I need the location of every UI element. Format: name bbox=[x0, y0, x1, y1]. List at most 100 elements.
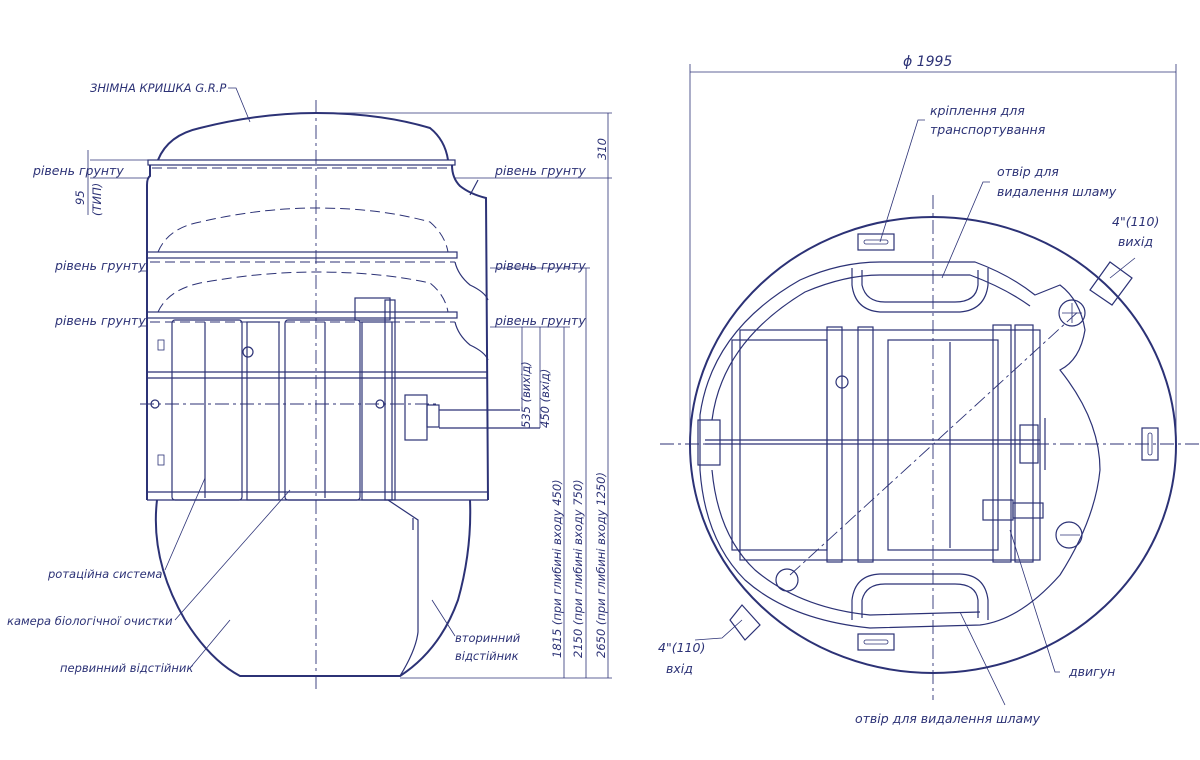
outlet-pipe bbox=[404, 394, 428, 441]
hidden-dome-2 bbox=[157, 271, 449, 313]
mount-slot bbox=[1147, 432, 1153, 456]
bearing bbox=[835, 375, 849, 389]
dim-1815-label: 1815 (при глибині входу 450) bbox=[550, 479, 564, 658]
outlet-size-label: 4"(110) bbox=[1112, 214, 1159, 229]
motor bbox=[982, 499, 1044, 521]
primary-settler-label: первинний відстійник bbox=[60, 661, 193, 675]
wall-step bbox=[454, 261, 489, 301]
ground-level-label: рівень грунту bbox=[32, 163, 124, 178]
lower-port bbox=[1055, 521, 1083, 549]
secondary-settler-partition bbox=[387, 499, 419, 677]
ground-level-label: рівень грунту bbox=[494, 163, 586, 178]
inlet-label: вхід bbox=[666, 661, 693, 676]
bio-chamber-label: камера біологічної очистки bbox=[7, 614, 173, 628]
outlet-pipe-flange bbox=[426, 404, 440, 428]
motor-housing bbox=[354, 297, 391, 321]
hidden-dome-1 bbox=[157, 207, 449, 253]
extension-ring-2 bbox=[146, 311, 458, 319]
body-left-wall bbox=[146, 165, 151, 500]
outlet-pipe-stub bbox=[1089, 261, 1133, 306]
dim-310-label: 310 bbox=[595, 138, 609, 160]
sludge-hole-top-label: видалення шламу bbox=[997, 184, 1117, 199]
body-right-wall bbox=[451, 164, 489, 501]
mount-slot bbox=[863, 639, 889, 645]
vent-pipe bbox=[469, 179, 479, 196]
dim-2650-label: 2650 (при глибині входу 1250) bbox=[594, 472, 608, 658]
sludge-hole-top bbox=[851, 268, 989, 313]
bolt bbox=[157, 339, 165, 351]
mount-plate bbox=[1141, 427, 1159, 461]
leader-secondary bbox=[431, 599, 456, 637]
inner-chamber-wall bbox=[711, 469, 981, 616]
transport-mount-bottom bbox=[857, 633, 895, 651]
drum-frame bbox=[246, 321, 280, 501]
transport-mount-right bbox=[1141, 427, 1159, 461]
mount-slot bbox=[863, 239, 889, 245]
leader-outlet bbox=[1109, 257, 1136, 279]
drum bbox=[731, 339, 828, 551]
leader-inlet bbox=[694, 619, 743, 641]
leader-primary bbox=[189, 619, 231, 669]
drum-frame bbox=[361, 321, 393, 501]
drum bbox=[284, 319, 361, 501]
outlet-pipe-top-view bbox=[1058, 261, 1133, 327]
bearing bbox=[150, 399, 160, 409]
sludge-hole-top-inner bbox=[861, 270, 979, 303]
leader-motor bbox=[1009, 529, 1060, 673]
lid-rim bbox=[147, 159, 456, 166]
rotation-drums bbox=[150, 297, 396, 501]
inlet-pipe-stub bbox=[729, 604, 761, 641]
ground-level-label: рівень грунту bbox=[54, 313, 146, 328]
leader-transport bbox=[879, 119, 925, 243]
inner-chamber-outline bbox=[699, 261, 1101, 629]
inlet-pipe-top-view bbox=[729, 568, 799, 641]
inner-chamber-wall bbox=[711, 274, 1031, 421]
shaft-bearing-right bbox=[1019, 424, 1039, 464]
side-section-view: ЗНІМНА КРИШКА G.R.P рівень грунту рівень… bbox=[7, 81, 612, 690]
motor-shaft-column bbox=[384, 299, 396, 501]
leader-sludge-top bbox=[941, 181, 990, 279]
extension-ring-1 bbox=[146, 251, 458, 259]
inlet-size-label: 4"(110) bbox=[658, 640, 705, 655]
drum bbox=[171, 319, 243, 501]
bearing bbox=[375, 399, 385, 409]
secondary-settler-label: відстійник bbox=[455, 649, 519, 663]
removable-lid bbox=[157, 111, 449, 161]
sludge-hole-top-label: отвір для bbox=[997, 164, 1059, 179]
dim-2150-label: 2150 (при глибині входу 750) bbox=[571, 479, 585, 658]
motor-gearbox bbox=[1012, 502, 1044, 519]
ground-level-label: рівень грунту bbox=[54, 258, 146, 273]
rotor-frame bbox=[739, 329, 1041, 561]
ground-level-label: рівень грунту bbox=[494, 258, 586, 273]
leader-rotation bbox=[164, 477, 206, 571]
sludge-hole-bottom-label: отвір для видалення шламу bbox=[855, 711, 1041, 726]
inlet-port bbox=[775, 568, 799, 592]
port-circle bbox=[1055, 521, 1083, 549]
dim-typ-label: (ТИП) bbox=[90, 183, 104, 216]
bearing bbox=[242, 346, 254, 358]
ground-level-label: рівень грунту bbox=[494, 313, 586, 328]
drum bbox=[887, 339, 999, 551]
mount-plate bbox=[857, 633, 895, 651]
outlet-label: вихід bbox=[1118, 234, 1153, 249]
lid-label: ЗНІМНА КРИШКА G.R.P bbox=[90, 81, 226, 95]
rotor-assembly bbox=[697, 324, 1046, 563]
bolt bbox=[157, 454, 165, 466]
leader-bio bbox=[174, 489, 291, 621]
shaft-bearing-left bbox=[697, 419, 721, 466]
diameter-label: ϕ 1995 bbox=[903, 54, 952, 70]
dim-450-label: 450 (вхід) bbox=[538, 369, 552, 428]
sludge-hole-bottom bbox=[851, 573, 989, 620]
top-plan-view: ϕ 1995 bbox=[658, 54, 1200, 726]
primary-settler-bowl bbox=[154, 499, 472, 677]
sludge-hole-bottom-inner bbox=[861, 583, 979, 618]
outlet-port bbox=[1058, 299, 1086, 327]
diagonal-centerline bbox=[789, 309, 1081, 576]
dim-535-label: 535 (вихід) bbox=[519, 361, 533, 428]
transport-mount-label: кріплення для bbox=[930, 103, 1025, 118]
mount-plate bbox=[857, 233, 895, 251]
dim-95-label: 95 bbox=[73, 190, 87, 205]
transport-mount-top bbox=[857, 233, 895, 251]
